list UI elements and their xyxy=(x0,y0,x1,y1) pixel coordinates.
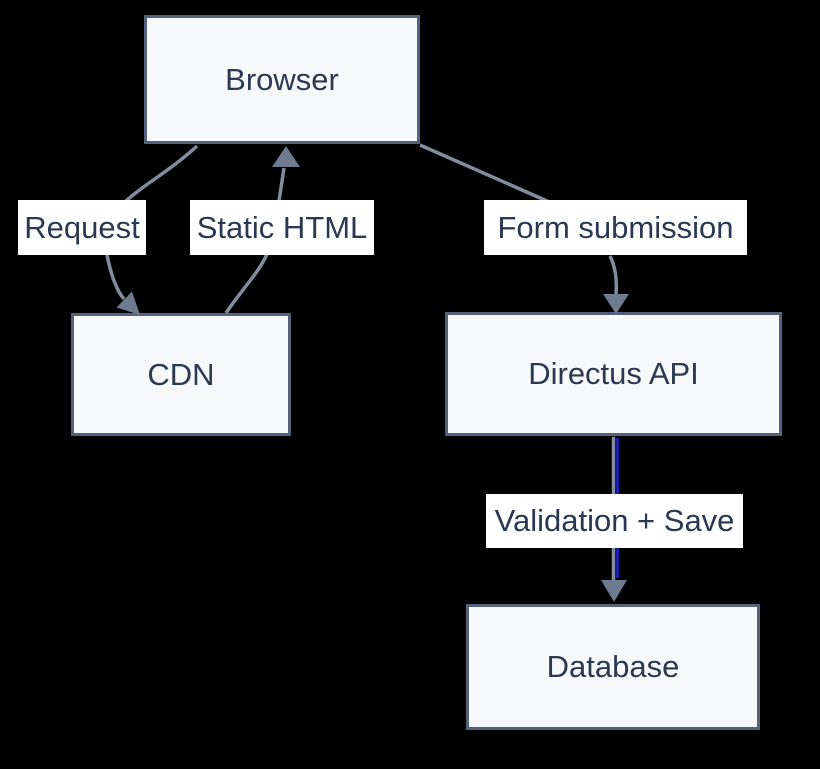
edge-label-form-submission: Form submission xyxy=(484,200,747,255)
edge-label-validation-save: Validation + Save xyxy=(486,494,743,548)
edge-label-validation-save-text: Validation + Save xyxy=(494,503,735,538)
edge-label-static-html: Static HTML xyxy=(190,200,374,255)
arrowhead-into-database xyxy=(601,580,627,602)
edge-label-request-text: Request xyxy=(24,209,140,245)
node-browser-label: Browser xyxy=(225,61,339,97)
node-directus-api-label: Directus API xyxy=(528,356,699,391)
node-database: Database xyxy=(466,604,760,730)
arrowhead-into-cdn xyxy=(116,291,140,315)
edge-label-form-submission-text: Form submission xyxy=(497,209,734,245)
arrowhead-into-directus xyxy=(603,294,629,314)
edge-label-static-html-text: Static HTML xyxy=(196,209,368,245)
node-database-label: Database xyxy=(546,649,680,684)
node-directus-api: Directus API xyxy=(445,312,782,436)
arrowhead-into-browser xyxy=(272,146,300,167)
node-browser: Browser xyxy=(144,15,420,144)
edge-label-request: Request xyxy=(18,200,146,255)
node-cdn: CDN xyxy=(71,313,291,436)
node-cdn-label: CDN xyxy=(147,356,215,392)
